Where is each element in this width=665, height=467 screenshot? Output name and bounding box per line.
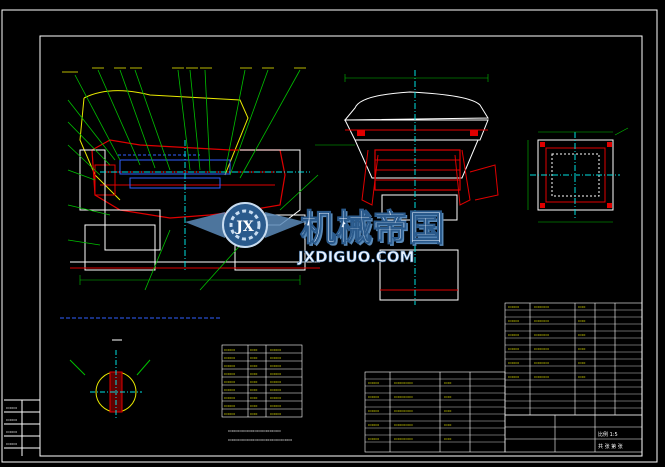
svg-text:▭▭▭: ▭▭▭ (224, 411, 236, 416)
svg-text:▭▭: ▭▭ (578, 346, 586, 351)
bom-rows (365, 309, 642, 443)
svg-text:▭▭▭: ▭▭▭ (508, 360, 520, 365)
svg-text:▭▭: ▭▭ (250, 411, 258, 416)
left-margin-labels: ▭▭▭ ▭▭▭ ▭▭▭ ▭▭▭ (6, 405, 18, 446)
watermark-logo-icon: JX (185, 202, 305, 248)
svg-text:▭▭▭: ▭▭▭ (368, 408, 380, 413)
svg-text:▭▭▭: ▭▭▭ (368, 422, 380, 427)
svg-text:▭▭▭: ▭▭▭ (270, 395, 282, 400)
watermark: JX 机械帝国 机械帝国 JXDIGUO.COM (185, 202, 446, 266)
technical-notes: ▭▭▭▭▭▭▭▭▭▭▭▭▭▭ ▭▭▭▭▭▭▭▭▭▭▭▭▭▭▭▭▭ (228, 428, 292, 442)
svg-text:▭▭▭: ▭▭▭ (224, 395, 236, 400)
svg-text:▭▭▭: ▭▭▭ (270, 347, 282, 352)
svg-text:▭▭: ▭▭ (250, 355, 258, 360)
svg-text:▭▭: ▭▭ (250, 363, 258, 368)
svg-text:▭▭▭: ▭▭▭ (6, 417, 18, 422)
svg-text:▭▭▭▭▭: ▭▭▭▭▭ (394, 408, 413, 413)
svg-text:▭▭▭: ▭▭▭ (224, 363, 236, 368)
svg-text:▭▭▭▭▭: ▭▭▭▭▭ (394, 394, 413, 399)
svg-text:▭▭▭: ▭▭▭ (270, 411, 282, 416)
svg-text:▭▭▭: ▭▭▭ (508, 304, 520, 309)
svg-text:▭▭▭: ▭▭▭ (270, 363, 282, 368)
watermark-cn: 机械帝国 (300, 208, 444, 249)
svg-text:▭▭▭: ▭▭▭ (224, 403, 236, 408)
svg-text:▭▭▭▭▭▭▭▭▭▭▭▭▭▭: ▭▭▭▭▭▭▭▭▭▭▭▭▭▭ (228, 428, 281, 433)
svg-text:▭▭: ▭▭ (444, 394, 452, 399)
section-detail (69, 339, 151, 418)
svg-text:▭▭: ▭▭ (444, 380, 452, 385)
watermark-logo-letters: JX (234, 219, 254, 235)
svg-text:▭▭▭: ▭▭▭ (224, 387, 236, 392)
svg-text:▭▭▭: ▭▭▭ (508, 332, 520, 337)
svg-text:▭▭▭: ▭▭▭ (224, 347, 236, 352)
svg-text:▭▭▭: ▭▭▭ (270, 355, 282, 360)
svg-text:▭▭: ▭▭ (250, 379, 258, 384)
svg-text:▭▭▭: ▭▭▭ (6, 405, 18, 410)
svg-text:▭▭▭: ▭▭▭ (270, 403, 282, 408)
svg-text:▭▭▭▭: ▭▭▭▭ (534, 332, 549, 337)
bom-cell-text: ▭▭▭▭▭▭▭▭▭ ▭▭▭▭▭▭▭▭▭ ▭▭▭▭▭▭▭▭▭ ▭▭▭▭▭▭▭▭▭ … (368, 304, 586, 441)
svg-text:▭▭▭▭: ▭▭▭▭ (534, 346, 549, 351)
svg-text:▭▭▭: ▭▭▭ (368, 436, 380, 441)
svg-text:▭▭: ▭▭ (444, 408, 452, 413)
svg-text:▭▭: ▭▭ (578, 360, 586, 365)
title-block (504, 414, 643, 453)
svg-text:▭▭: ▭▭ (250, 403, 258, 408)
svg-text:▭▭▭: ▭▭▭ (6, 429, 18, 434)
drawing-frame (1, 9, 658, 463)
svg-text:▭▭▭: ▭▭▭ (368, 380, 380, 385)
svg-text:▭▭: ▭▭ (250, 371, 258, 376)
title-block-sheet: 共 张 第 张 (598, 443, 623, 450)
svg-text:▭▭: ▭▭ (250, 387, 258, 392)
svg-text:▭▭▭: ▭▭▭ (368, 394, 380, 399)
svg-text:▭▭: ▭▭ (578, 374, 586, 379)
front-view (315, 70, 499, 305)
svg-text:▭▭▭▭: ▭▭▭▭ (534, 318, 549, 323)
bill-of-materials (364, 302, 643, 453)
svg-text:▭▭: ▭▭ (578, 318, 586, 323)
svg-text:▭▭: ▭▭ (578, 304, 586, 309)
main-side-view (60, 67, 320, 319)
svg-text:▭▭▭: ▭▭▭ (224, 379, 236, 384)
svg-text:▭▭▭: ▭▭▭ (508, 374, 520, 379)
svg-text:▭▭▭: ▭▭▭ (224, 355, 236, 360)
svg-text:▭▭▭▭: ▭▭▭▭ (534, 360, 549, 365)
svg-text:▭▭▭: ▭▭▭ (224, 371, 236, 376)
svg-text:▭▭▭: ▭▭▭ (508, 346, 520, 351)
svg-text:▭▭▭: ▭▭▭ (508, 318, 520, 323)
watermark-cn-shadow: 机械帝国 (302, 210, 446, 251)
svg-text:▭▭: ▭▭ (444, 436, 452, 441)
svg-text:▭▭▭▭▭: ▭▭▭▭▭ (394, 380, 413, 385)
svg-text:▭▭▭▭▭: ▭▭▭▭▭ (394, 436, 413, 441)
svg-text:▭▭▭▭: ▭▭▭▭ (534, 304, 549, 309)
watermark-en: JXDIGUO.COM (297, 248, 414, 266)
svg-text:▭▭: ▭▭ (578, 332, 586, 337)
svg-text:▭▭▭▭: ▭▭▭▭ (534, 374, 549, 379)
svg-text:▭▭▭: ▭▭▭ (270, 379, 282, 384)
svg-text:▭▭▭: ▭▭▭ (270, 387, 282, 392)
svg-text:▭▭▭: ▭▭▭ (270, 371, 282, 376)
svg-text:▭▭: ▭▭ (444, 422, 452, 427)
parameter-table-text: ▭▭▭▭▭▭▭▭ ▭▭▭▭▭▭▭▭ ▭▭▭▭▭▭▭▭ ▭▭▭▭▭▭▭▭ ▭▭▭▭… (224, 347, 282, 416)
svg-text:▭▭▭▭▭▭▭▭▭▭▭▭▭▭▭▭▭: ▭▭▭▭▭▭▭▭▭▭▭▭▭▭▭▭▭ (228, 437, 292, 442)
plan-view (527, 127, 629, 223)
svg-text:▭▭▭: ▭▭▭ (6, 441, 18, 446)
parameter-table (221, 344, 303, 418)
title-block-scale: 比例 1:5 (598, 431, 618, 438)
svg-text:▭▭: ▭▭ (250, 347, 258, 352)
svg-text:▭▭: ▭▭ (250, 395, 258, 400)
svg-text:▭▭▭▭▭: ▭▭▭▭▭ (394, 422, 413, 427)
